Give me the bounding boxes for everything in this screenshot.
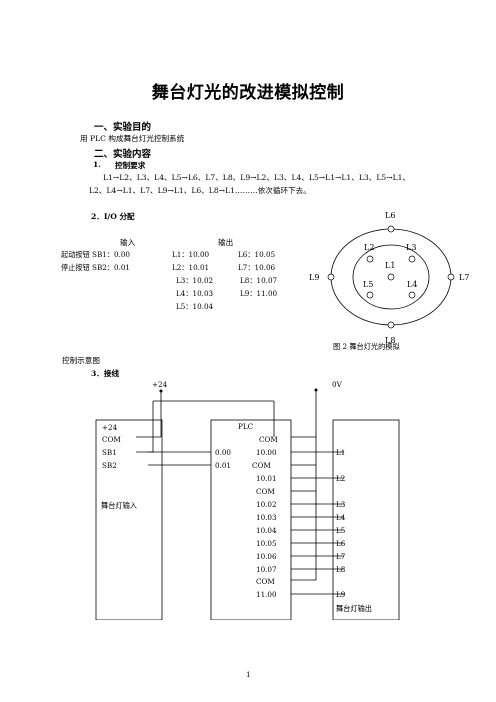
plc-out-11: COM — [256, 577, 275, 586]
label-l8: L8 — [385, 336, 395, 344]
io-input-header: 输入 — [120, 238, 136, 247]
plc-out-1: 10.00 — [256, 448, 277, 457]
io-input-sb1: 起动按钮 SB1：0.00 — [61, 250, 131, 259]
plc-in-000: 0.00 — [215, 448, 231, 457]
wiring-diagram: +24 0V +24 COM SB1 SB2 舞台灯输入 PLC 0.00 0.… — [95, 380, 400, 620]
section1-text: 用 PLC 构成舞台灯光控制系统 — [80, 134, 185, 143]
label-l4: L4 — [407, 280, 417, 289]
lamp-l5 — [366, 291, 374, 299]
lamp-l6 — [387, 225, 395, 233]
label-l7: L7 — [459, 273, 469, 282]
plc-title: PLC — [238, 422, 254, 431]
output-l7: L7 — [336, 552, 346, 561]
input-box — [95, 419, 163, 620]
lamp-l4 — [408, 291, 416, 299]
output-l3: L3 — [336, 500, 346, 509]
plc-out-12: 11.00 — [256, 590, 277, 599]
plc-out-0: COM — [259, 435, 278, 444]
output-box-label: 舞台灯输出 — [336, 604, 372, 613]
section1-heading: 一、实验目的 — [94, 122, 152, 133]
label-l3: L3 — [406, 243, 416, 252]
label-l2: L2 — [364, 243, 374, 252]
item2-title: 2．I/O 分配 — [91, 212, 135, 221]
zero-v-label: 0V — [332, 380, 343, 389]
io-output-l4: L4：10.03 — [176, 289, 214, 298]
input-com: COM — [102, 435, 121, 444]
output-l9: L9 — [336, 590, 346, 599]
output-l2: L2 — [336, 474, 345, 483]
figure2-caption: 图 2 舞台灯光的模拟 — [333, 342, 400, 351]
output-l5: L5 — [336, 526, 346, 535]
output-box — [332, 419, 400, 620]
label-l6: L6 — [385, 211, 395, 220]
lamp-l8 — [387, 321, 395, 329]
input-plus24: +24 — [102, 423, 118, 432]
lamp-l2 — [366, 255, 374, 263]
plc-out-3: 10.01 — [256, 474, 277, 483]
output-l1: L1 — [336, 448, 345, 457]
io-output-header: 输出 — [218, 238, 234, 247]
output-l4: L4 — [336, 513, 346, 522]
requirement-line-2: L2、L4→L1、L7、L9→L1、L6、L8→L1………依次循环下去。 — [89, 186, 311, 195]
plus24-top-label: +24 — [152, 380, 168, 389]
io-output-l8: L8：10.07 — [240, 276, 278, 285]
output-l6: L6 — [336, 539, 346, 548]
input-sb2: SB2 — [102, 461, 117, 470]
plc-out-8: 10.05 — [256, 539, 277, 548]
plc-box — [210, 419, 292, 620]
plc-out-4: COM — [256, 487, 275, 496]
plc-out-7: 10.04 — [256, 526, 277, 535]
lamp-l1 — [387, 273, 395, 281]
label-l1: L1 — [385, 261, 395, 270]
input-sb1: SB1 — [102, 448, 117, 457]
io-output-l2: L2：10.01 — [172, 263, 210, 272]
lamp-l3 — [408, 255, 416, 263]
io-output-l1: L1：10.00 — [172, 250, 210, 259]
requirement-line-1: L1→L2、L3、L4、L5→L6、L7、L8、L9→L2、L3、L4、L5→L… — [103, 173, 411, 182]
plc-out-9: 10.06 — [256, 552, 277, 561]
page-title: 舞台灯光的改进模拟控制 — [151, 83, 345, 103]
io-output-l9: L9：11.00 — [240, 289, 278, 298]
label-l5: L5 — [363, 280, 373, 289]
plc-out-5: 10.02 — [256, 500, 277, 509]
plc-out-2: COM — [252, 461, 271, 470]
plc-out-6: 10.03 — [256, 513, 277, 522]
wiring-heading: 3．接线 — [91, 369, 120, 378]
io-output-l7: L7：10.06 — [238, 263, 276, 272]
control-caption: 控制示意图 — [62, 356, 100, 365]
plc-in-001: 0.01 — [215, 461, 231, 470]
item1-number: 1. — [93, 160, 101, 169]
io-input-sb2: 停止按钮 SB2：0.01 — [61, 263, 131, 272]
item1-title: 控制要求 — [115, 161, 146, 170]
label-l9: L9 — [309, 273, 319, 282]
output-l8: L8 — [336, 565, 346, 574]
io-output-l3: L3：10.02 — [176, 276, 214, 285]
io-output-l6: L6：10.05 — [238, 250, 276, 259]
page-number: 1 — [246, 670, 251, 679]
inner-ring — [352, 244, 430, 310]
section2-heading: 二、实验内容 — [94, 149, 152, 160]
lamp-l7 — [447, 273, 455, 281]
stage-light-diagram: L6 L2 L3 L1 L9 L7 L5 L4 L8 — [309, 211, 469, 344]
input-box-label: 舞台灯输入 — [101, 501, 137, 510]
lamp-l9 — [327, 273, 335, 281]
plc-out-10: 10.07 — [256, 565, 277, 574]
io-output-l5: L5：10.04 — [176, 302, 214, 311]
